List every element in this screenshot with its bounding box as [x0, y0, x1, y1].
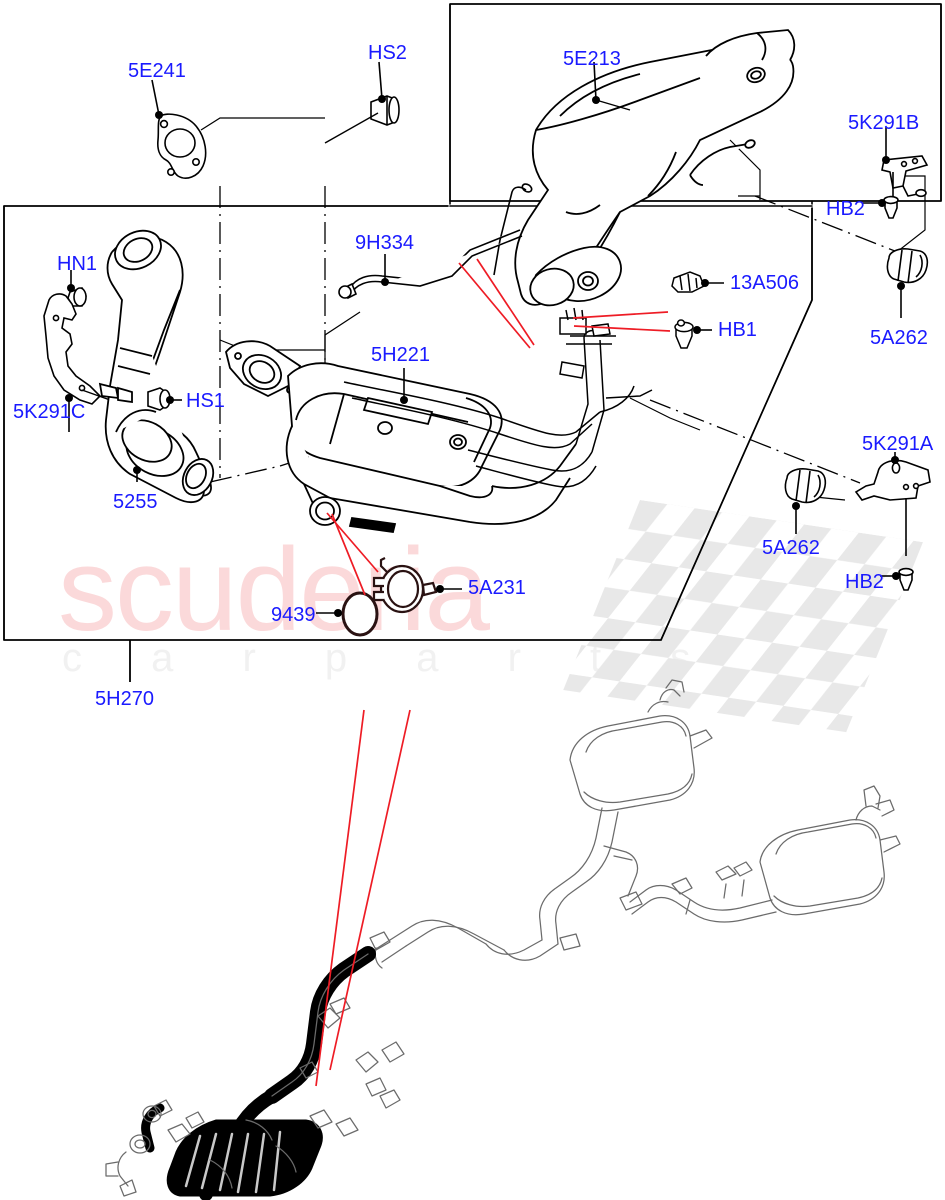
callout-9439[interactable]: 9439	[271, 604, 316, 626]
part-5a262-top-insulator	[886, 248, 929, 284]
callout-5a231[interactable]: 5A231	[468, 577, 526, 599]
part-hb2-bottom-bolt	[898, 567, 914, 591]
upper-frame-2	[449, 3, 942, 202]
part-13a506-clip	[671, 271, 705, 293]
callout-hn1[interactable]: HN1	[57, 253, 98, 275]
part-hb1-bolt	[674, 319, 694, 349]
part-5k291a-bracket	[854, 459, 931, 556]
part-5a262-bottom-insulator	[784, 468, 827, 504]
harness-rails	[343, 329, 653, 488]
part-5e241-gasket	[157, 113, 207, 179]
callout-9h334[interactable]: 9H334	[355, 232, 414, 254]
callout-hs2[interactable]: HS2	[368, 42, 407, 64]
callout-5a262-bot[interactable]: 5A262	[762, 537, 820, 559]
callout-5h221[interactable]: 5H221	[371, 344, 430, 366]
part-5e213-muffler	[514, 29, 796, 307]
callout-5e213[interactable]: 5E213	[563, 48, 621, 70]
callout-5k291b[interactable]: 5K291B	[848, 112, 920, 134]
part-9h334-sensor-pipe	[338, 229, 523, 300]
part-9439-seal-ring	[341, 591, 379, 637]
callout-5e241[interactable]: 5E241	[128, 60, 186, 82]
callout-5k291c[interactable]: 5K291C	[13, 401, 86, 423]
callout-5255[interactable]: 5255	[113, 491, 158, 513]
red-leaders-bottom	[315, 709, 411, 1087]
part-hb2-top-bolt	[883, 195, 899, 219]
callout-hb2-top[interactable]: HB2	[826, 198, 865, 220]
part-5k291b-bracket	[881, 155, 929, 202]
callout-hs1[interactable]: HS1	[186, 390, 225, 412]
part-hanger-wire-left	[493, 183, 533, 276]
callout-hb1[interactable]: HB1	[718, 319, 757, 341]
callout-5a262-top[interactable]: 5A262	[870, 327, 928, 349]
part-hs1-stud	[147, 387, 171, 411]
callout-5h270[interactable]: 5H270	[95, 688, 154, 710]
part-hs2-stud	[370, 95, 400, 126]
full-exhaust-system-overview	[105, 679, 901, 1200]
part-5k291c-bracket	[43, 293, 102, 405]
red-highlight-leaders	[326, 258, 671, 596]
part-5255-front-pipe	[98, 229, 215, 504]
callout-5k291a[interactable]: 5K291A	[862, 433, 934, 455]
part-5h221-catalytic-converter	[225, 340, 577, 534]
callout-13a506[interactable]: 13A506	[730, 272, 799, 294]
part-5a231-clamp	[372, 557, 438, 614]
callout-hb2-bot[interactable]: HB2	[845, 571, 884, 593]
part-hn1-nut	[67, 287, 87, 307]
